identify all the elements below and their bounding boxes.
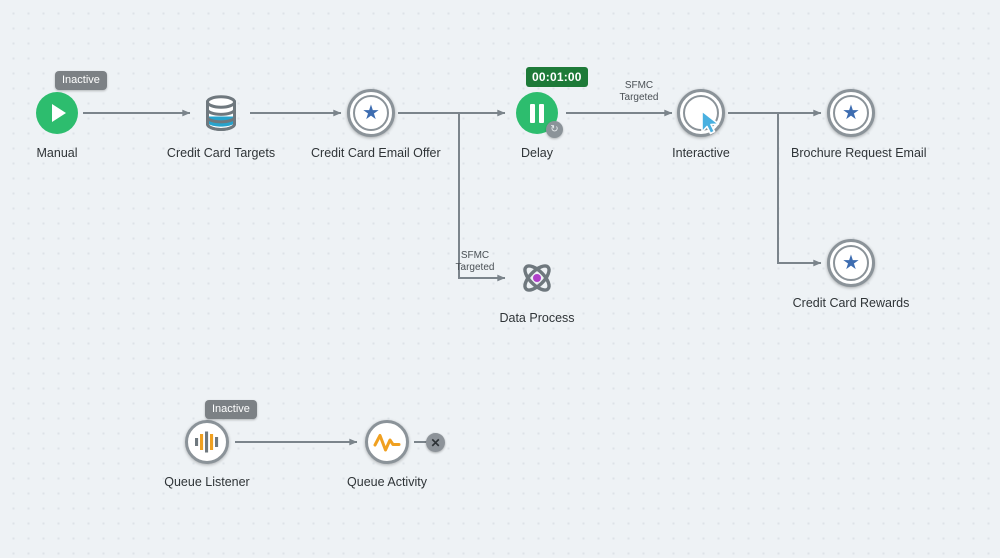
node-label: Credit Card Targets — [166, 146, 276, 160]
edge-label-sfmc-targeted-interactive: SFMC Targeted — [599, 80, 679, 104]
brochure-request-email-icon-wrap[interactable]: ★ — [827, 89, 875, 137]
recurrence-icon[interactable]: ↻ — [546, 121, 563, 138]
email-star-icon[interactable] — [347, 89, 395, 137]
node-label: Credit Card Email Offer — [311, 146, 441, 160]
edge-label-line1: SFMC — [624, 80, 654, 91]
credit-card-email-offer-icon-wrap[interactable]: ★ — [347, 89, 395, 137]
queue-listener-icon-wrap[interactable]: Inactive — [183, 400, 257, 466]
email-star-icon[interactable] — [827, 239, 875, 287]
credit-card-rewards-icon-wrap[interactable]: ★ — [827, 239, 875, 287]
pause-bars-icon — [530, 103, 544, 123]
node-label: Manual — [36, 146, 78, 160]
node-queue-listener[interactable]: Inactive Queue Listener — [147, 400, 267, 491]
inner-ring — [353, 95, 389, 131]
edge-label-line2: Targeted — [619, 92, 659, 103]
status-badge: Inactive — [55, 71, 107, 90]
atom-icon[interactable] — [513, 254, 561, 302]
equalizer-bars-icon — [195, 431, 219, 453]
node-delay[interactable]: ↻ 00:01:00 Delay — [477, 67, 597, 162]
node-label: Credit Card Rewards — [792, 296, 910, 310]
node-label: Data Process — [499, 311, 575, 325]
close-icon: ✕ — [430, 435, 441, 450]
edge-label-line2: Targeted — [455, 262, 495, 273]
activity-wave-icon — [373, 434, 401, 452]
node-data-process[interactable]: Data Process — [477, 254, 597, 327]
cursor-target-icon[interactable] — [677, 89, 725, 137]
cursor-arrow-icon — [701, 110, 720, 135]
delay-icon-wrap[interactable]: ↻ 00:01:00 — [513, 67, 588, 138]
play-triangle-icon — [52, 104, 66, 122]
play-circle-icon[interactable] — [36, 92, 78, 134]
node-interactive[interactable]: Interactive — [641, 89, 761, 162]
node-queue-activity[interactable]: Queue Activity — [327, 418, 447, 491]
node-brochure-request-email[interactable]: ★ Brochure Request Email — [791, 89, 927, 162]
queue-activity-icon-wrap[interactable] — [363, 418, 411, 466]
credit-card-targets-icon-wrap[interactable] — [197, 89, 245, 137]
node-manual[interactable]: Inactive Manual — [0, 71, 117, 162]
inner-ring — [833, 95, 869, 131]
queue-activity-end-terminator[interactable]: ✕ — [426, 433, 445, 452]
wave-icon[interactable] — [365, 420, 409, 464]
node-label: Brochure Request Email — [791, 146, 927, 160]
email-star-icon[interactable] — [827, 89, 875, 137]
node-label: Queue Listener — [164, 475, 250, 489]
edge-label-line1: SFMC — [460, 250, 490, 261]
edge-label-sfmc-targeted-data-process: SFMC Targeted — [435, 250, 515, 274]
database-icon[interactable] — [197, 89, 245, 137]
star-icon: ★ — [362, 102, 380, 124]
data-process-icon-wrap[interactable] — [513, 254, 561, 302]
node-credit-card-email-offer[interactable]: ★ Credit Card Email Offer — [311, 89, 441, 162]
status-badge: Inactive — [205, 400, 257, 419]
node-label: Queue Activity — [347, 475, 427, 489]
equalizer-icon[interactable] — [185, 420, 229, 464]
node-label: Delay — [521, 146, 553, 160]
node-credit-card-targets[interactable]: Credit Card Targets — [161, 89, 281, 162]
timer-badge: 00:01:00 — [526, 67, 588, 87]
node-credit-card-rewards[interactable]: ★ Credit Card Rewards — [791, 239, 911, 312]
inner-ring — [833, 245, 869, 281]
star-icon: ★ — [842, 102, 860, 124]
manual-icon-wrap[interactable]: Inactive — [33, 71, 107, 137]
node-label: Interactive — [672, 146, 730, 160]
interactive-icon-wrap[interactable] — [677, 89, 725, 137]
star-icon: ★ — [842, 252, 860, 274]
